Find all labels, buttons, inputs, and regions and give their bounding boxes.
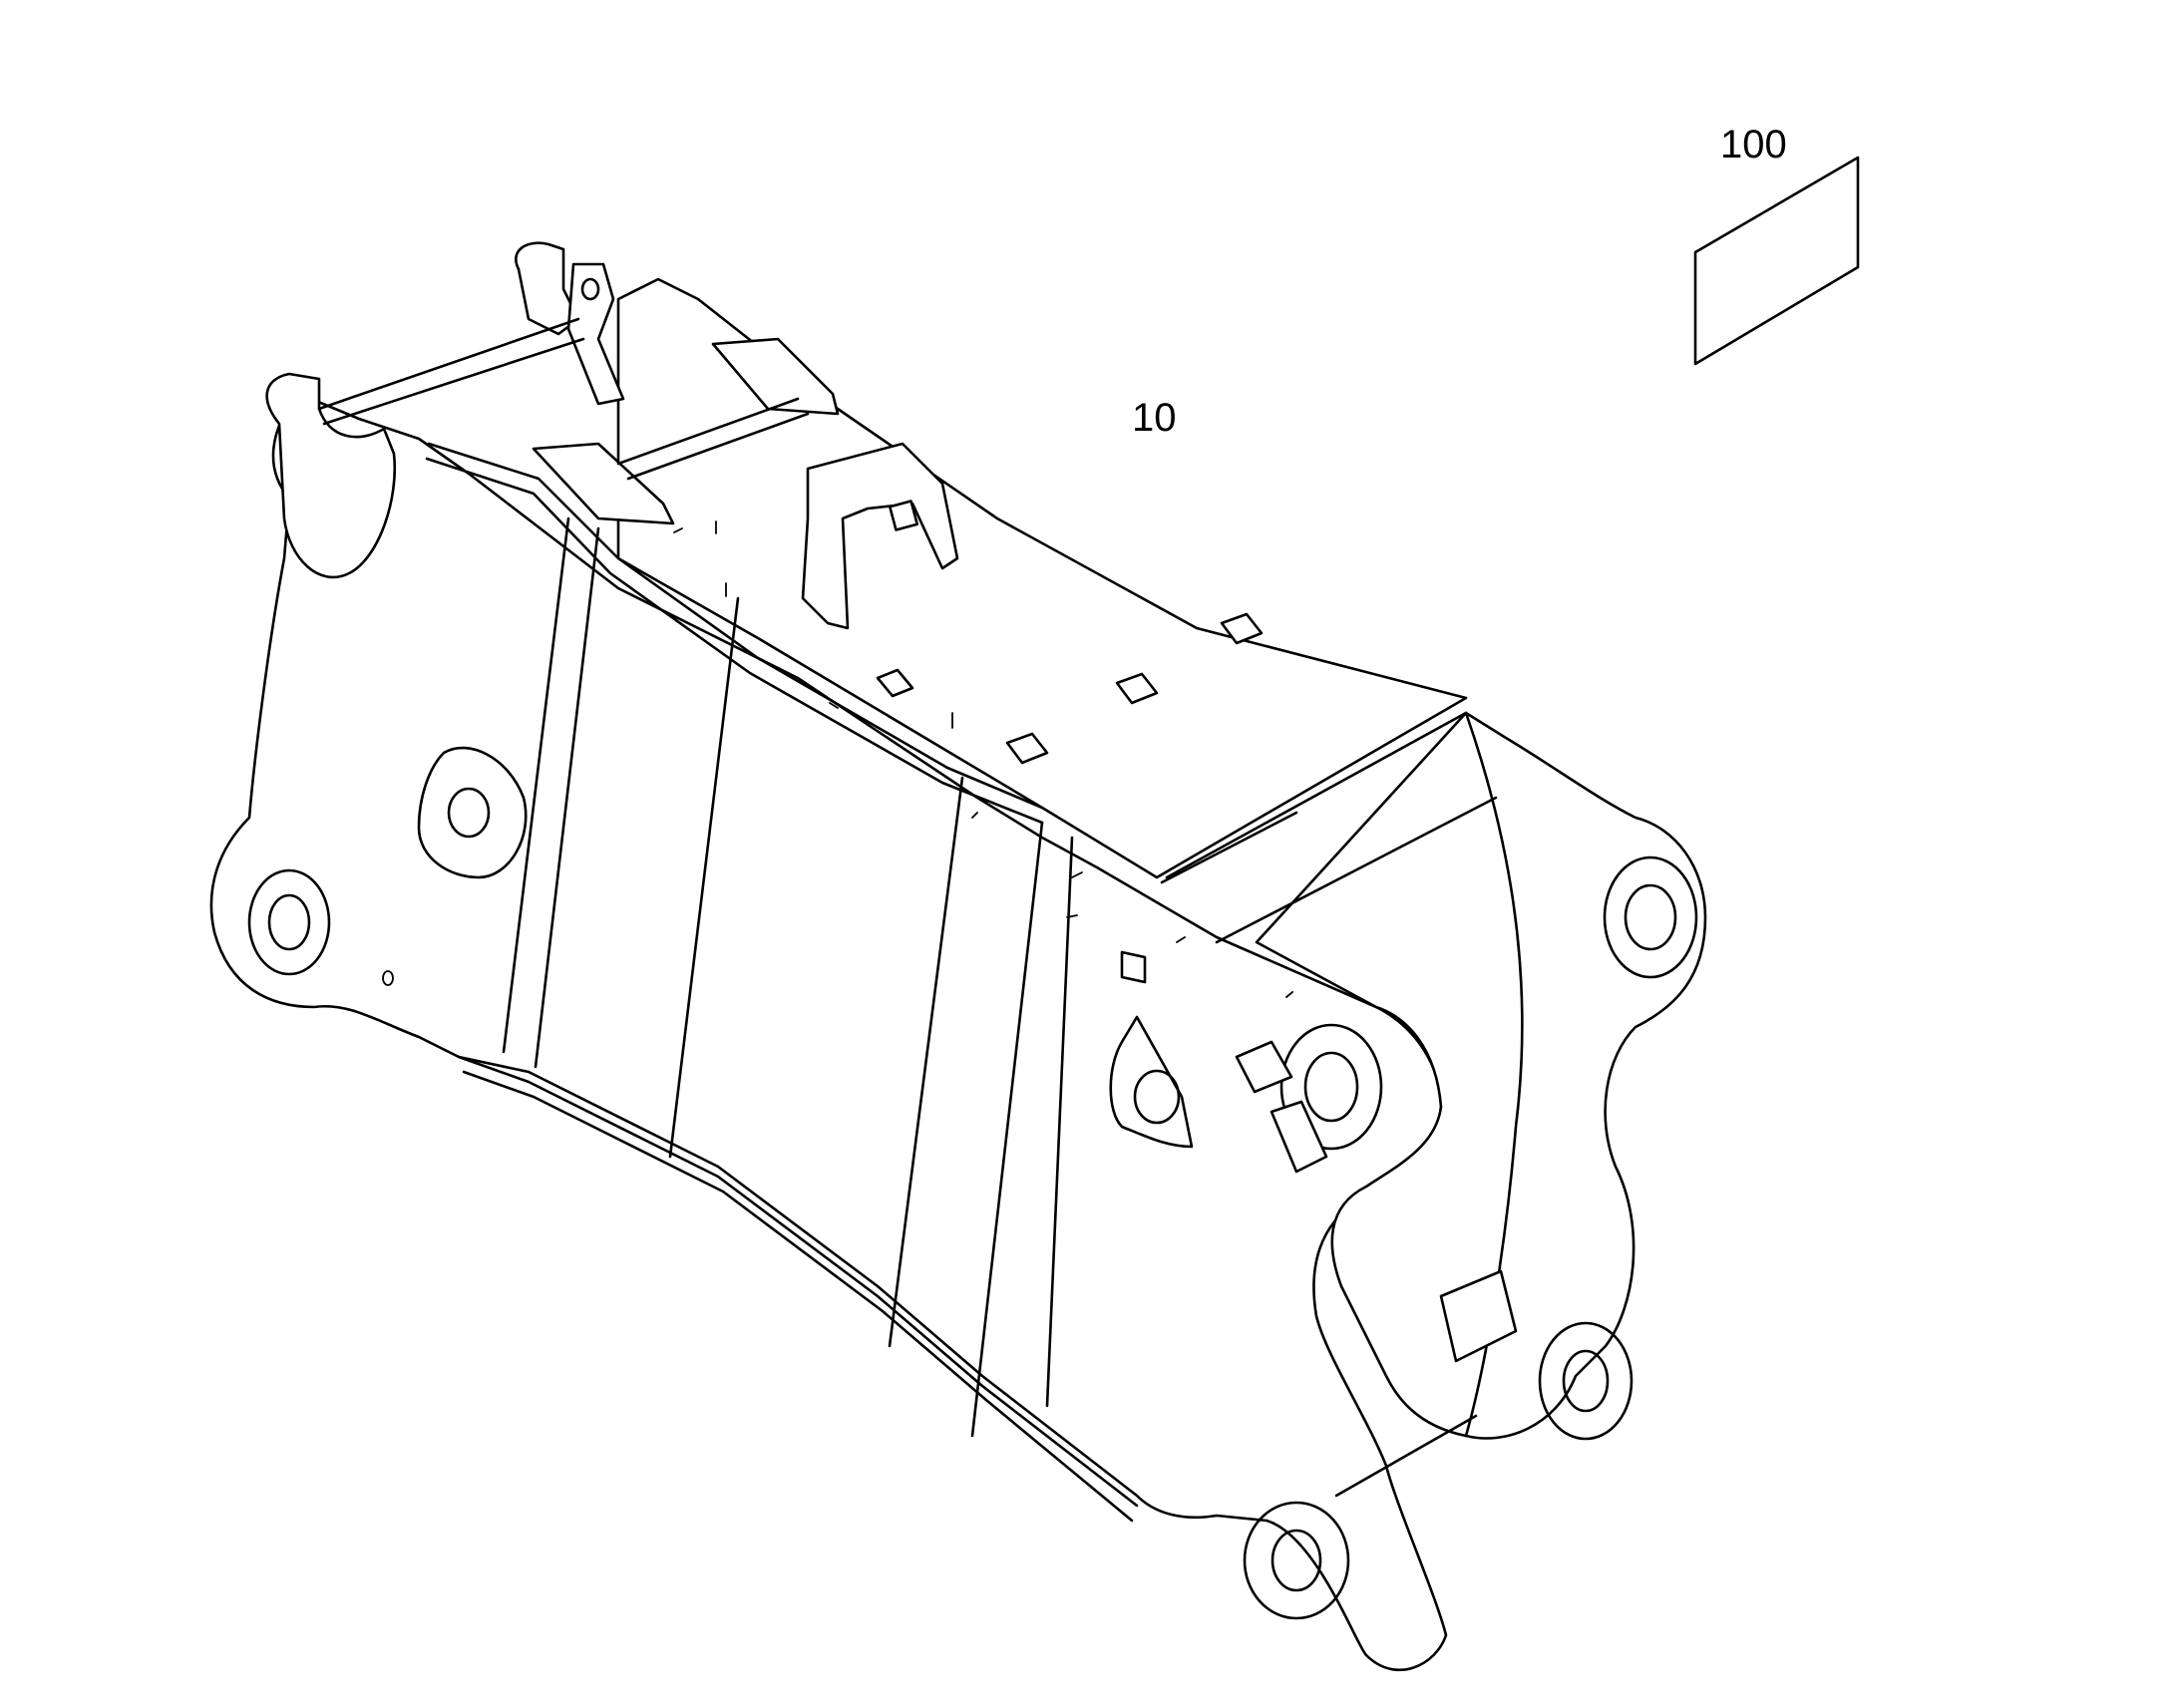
pin-bore-left xyxy=(247,868,331,976)
side-boss xyxy=(417,746,528,879)
boom-side-plate-far xyxy=(1255,711,1707,1440)
pin-bore-upper-right xyxy=(1603,855,1698,979)
pin-bore-middle xyxy=(1279,1023,1383,1151)
boom-weldment-part xyxy=(209,241,1707,1672)
callout-label-10: 10 xyxy=(1132,396,1177,440)
pin-bore-bottom xyxy=(1243,1501,1350,1620)
wear-pad xyxy=(1439,1269,1518,1363)
label-plate-part xyxy=(1693,156,1860,366)
front-hook-lug xyxy=(265,372,397,579)
u-clamp-bracket xyxy=(801,442,959,630)
callout-label-100: 100 xyxy=(1720,123,1787,167)
pin-bore-lower-right xyxy=(1538,1321,1634,1441)
